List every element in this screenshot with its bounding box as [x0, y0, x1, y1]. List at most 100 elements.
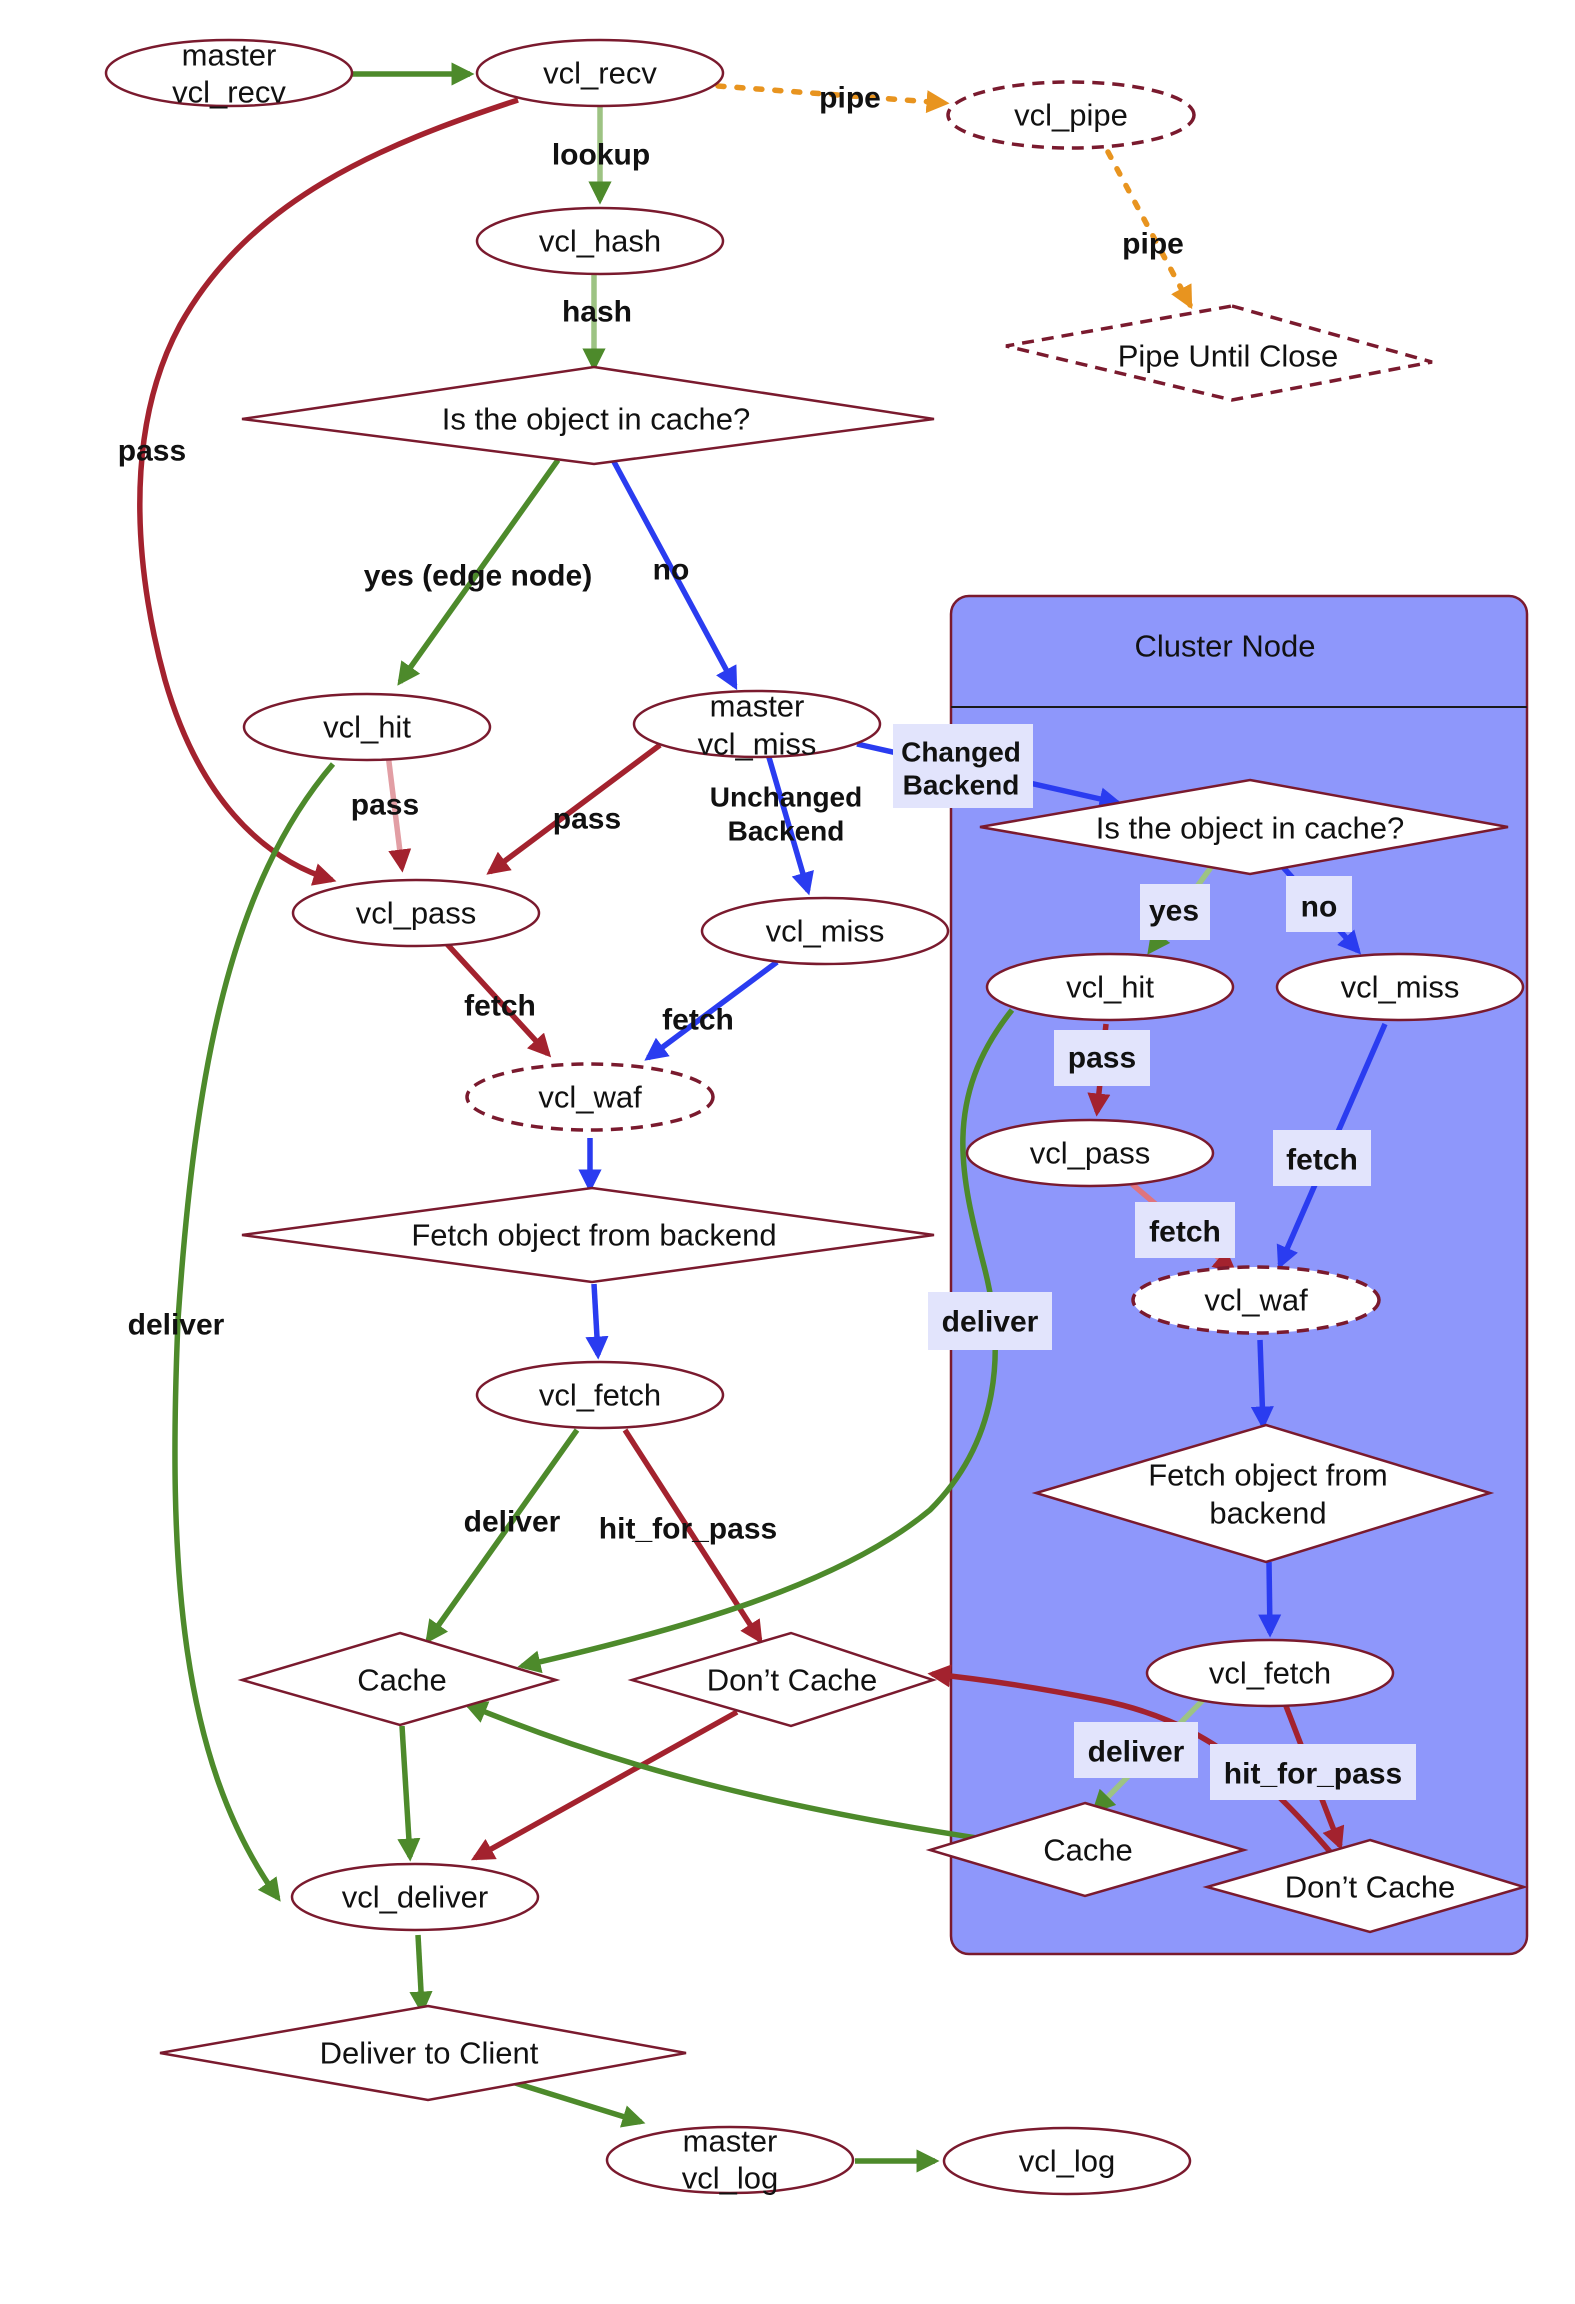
node-master-vcl-log[interactable]: master vcl_log [605, 2124, 855, 2196]
label-box-c-deliver-hit [928, 1292, 1052, 1350]
node-c-vcl-fetch[interactable]: vcl_fetch [1145, 1638, 1395, 1708]
node-vcl-miss-label: vcl_miss [766, 914, 885, 949]
node-c-dont-cache[interactable]: Don’t Cache [1202, 1838, 1529, 1934]
node-vcl-fetch[interactable]: vcl_fetch [475, 1360, 725, 1430]
edge-mastermiss-to-miss [765, 753, 814, 896]
label-pipe-2: pipe [1122, 228, 1184, 261]
edge-cache-to-deliver [397, 1725, 421, 1862]
node-fetch-backend-label: Fetch object from backend [411, 1218, 776, 1253]
node-master-vcl-log-line1: master [683, 2124, 778, 2159]
edge-hit-to-deliver [172, 762, 336, 1902]
nodes: master vcl_recv vcl_recv vcl_pipe vcl_ha… [104, 38, 1529, 2196]
node-c-vcl-waf[interactable]: vcl_waf [1131, 1265, 1381, 1335]
edge-recv-to-pass [137, 97, 519, 886]
node-c-vcl-miss[interactable]: vcl_miss [1275, 952, 1525, 1022]
node-c-cache[interactable]: Cache [925, 1801, 1249, 1898]
label-box-c-pass [1054, 1030, 1150, 1086]
label-deliver-hit: deliver [128, 1309, 225, 1342]
node-vcl-pass-label: vcl_pass [356, 896, 477, 931]
edge-dontcache-to-deliver [470, 1709, 739, 1861]
edge-incache-to-hit [397, 458, 561, 686]
node-vcl-fetch-label: vcl_fetch [539, 1378, 661, 1413]
node-dont-cache-label: Don’t Cache [707, 1663, 878, 1698]
node-c-vcl-pass[interactable]: vcl_pass [965, 1118, 1215, 1188]
node-master-vcl-miss[interactable]: master vcl_miss [632, 689, 882, 762]
edge-c-hit-to-cache [517, 1008, 1015, 1674]
node-vcl-pipe[interactable]: vcl_pipe [946, 80, 1196, 150]
node-vcl-deliver[interactable]: vcl_deliver [290, 1862, 540, 1932]
node-c-vcl-waf-label: vcl_waf [1204, 1283, 1308, 1318]
label-box-c-fetch-miss [1273, 1130, 1371, 1186]
node-in-cache-label: Is the object in cache? [442, 402, 750, 437]
node-vcl-recv-label: vcl_recv [543, 56, 657, 91]
label-c-pass: pass [1068, 1042, 1136, 1075]
edge-vclfetch-to-cache [425, 1428, 580, 1644]
label-c-fetch-pass: fetch [1149, 1216, 1221, 1249]
edge-c-fetch-to-vclfetch [1258, 1561, 1282, 1638]
edge-fetch-to-vclfetch [585, 1283, 609, 1360]
node-vcl-deliver-label: vcl_deliver [342, 1880, 488, 1915]
label-box-c-yes [1140, 884, 1210, 940]
edge-client-to-masterlog [511, 2079, 646, 2128]
node-c-vcl-fetch-label: vcl_fetch [1209, 1656, 1331, 1691]
node-c-vcl-hit-label: vcl_hit [1066, 970, 1154, 1005]
label-hash: hash [562, 296, 632, 329]
label-box-changed [893, 724, 1033, 808]
edge-deliver-to-client [409, 1934, 433, 2015]
node-vcl-hash-label: vcl_hash [539, 224, 661, 259]
node-vcl-pass[interactable]: vcl_pass [291, 878, 541, 948]
label-c-yes: yes [1149, 895, 1199, 928]
label-yes-edge: yes (edge node) [364, 560, 592, 593]
edge-c-waf-to-fetch [1250, 1339, 1274, 1430]
node-c-vcl-miss-label: vcl_miss [1341, 970, 1460, 1005]
label-unchanged-1: Unchanged [710, 782, 862, 813]
node-master-vcl-recv[interactable]: master vcl_recv [104, 38, 354, 110]
node-vcl-miss[interactable]: vcl_miss [700, 896, 950, 966]
node-c-dont-cache-label: Don’t Cache [1285, 1870, 1456, 1905]
node-vcl-log-label: vcl_log [1019, 2144, 1116, 2179]
node-c-vcl-pass-label: vcl_pass [1030, 1136, 1151, 1171]
label-changed-1: Changed [901, 737, 1021, 768]
node-c-fetch-backend[interactable]: Fetch object from backend [1031, 1423, 1495, 1564]
node-vcl-pipe-label: vcl_pipe [1014, 98, 1128, 133]
node-vcl-hit[interactable]: vcl_hit [242, 692, 492, 762]
label-fetch-miss: fetch [662, 1004, 734, 1037]
label-pipe-1: pipe [819, 82, 881, 115]
edge-hit-to-pass [385, 753, 412, 873]
node-dont-cache[interactable]: Don’t Cache [627, 1631, 938, 1728]
node-vcl-recv[interactable]: vcl_recv [475, 38, 725, 108]
label-box-c-no [1286, 876, 1352, 932]
node-deliver-client[interactable]: Deliver to Client [159, 2004, 687, 2102]
node-in-cache[interactable]: Is the object in cache? [241, 365, 935, 466]
label-lookup: lookup [552, 139, 650, 172]
node-master-vcl-recv-line2: vcl_recv [172, 75, 286, 110]
node-pipe-until-close-label: Pipe Until Close [1118, 339, 1339, 374]
edge-pass-to-waf [444, 942, 552, 1058]
node-cache[interactable]: Cache [237, 1631, 561, 1727]
label-c-no: no [1301, 891, 1338, 924]
edge-miss-to-waf [644, 959, 779, 1061]
node-c-in-cache[interactable]: Is the object in cache? [979, 778, 1509, 876]
node-vcl-log[interactable]: vcl_log [942, 2126, 1192, 2196]
label-deliver-fetch: deliver [464, 1506, 561, 1539]
node-pipe-until-close[interactable]: Pipe Until Close [1005, 304, 1433, 402]
node-fetch-backend[interactable]: Fetch object from backend [241, 1186, 935, 1284]
edges [137, 62, 1388, 2173]
node-vcl-hash[interactable]: vcl_hash [475, 206, 725, 276]
label-c-fetch-miss: fetch [1286, 1144, 1358, 1177]
node-deliver-client-label: Deliver to Client [320, 2036, 539, 2071]
label-box-c-fetch-pass [1135, 1202, 1235, 1258]
edge-incache-to-mastermiss [610, 458, 738, 691]
node-vcl-hit-label: vcl_hit [323, 710, 411, 745]
node-cache-label: Cache [357, 1663, 447, 1698]
label-box-c-hit-for-pass [1210, 1744, 1416, 1800]
node-c-vcl-hit[interactable]: vcl_hit [985, 952, 1235, 1022]
node-c-in-cache-label: Is the object in cache? [1096, 811, 1404, 846]
node-vcl-waf[interactable]: vcl_waf [465, 1062, 715, 1132]
node-c-cache-label: Cache [1043, 1833, 1133, 1868]
edge-c-cache-to-cache [463, 1701, 991, 1843]
node-c-fetch-backend-line2: backend [1209, 1496, 1326, 1531]
node-c-fetch-backend-line1: Fetch object from [1148, 1458, 1387, 1493]
label-pass-hit: pass [351, 789, 419, 822]
edge-mastermiss-to-pass [486, 742, 662, 875]
